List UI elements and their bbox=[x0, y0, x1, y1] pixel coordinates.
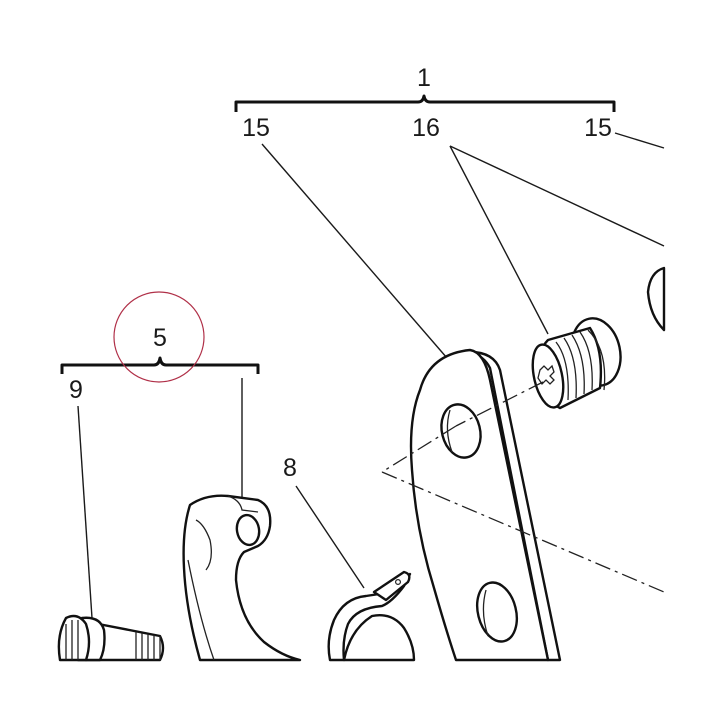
bolt-threads bbox=[135, 632, 161, 660]
bracket-5-hole bbox=[235, 513, 261, 547]
callout-5-highlight-circle bbox=[113, 291, 205, 383]
bushing-rim bbox=[587, 329, 606, 391]
callout-5: 5 bbox=[153, 324, 167, 352]
callout-1: 1 bbox=[417, 64, 431, 92]
leader-16-a bbox=[449, 145, 549, 335]
clamp-8-tab bbox=[372, 570, 411, 602]
bushing-front-face bbox=[531, 343, 565, 409]
axis-bushing bbox=[455, 381, 544, 427]
plate-15 bbox=[409, 348, 562, 662]
plate-15-lower-hole-inner bbox=[482, 589, 489, 637]
leader-16-b bbox=[449, 145, 665, 247]
callout-16: 16 bbox=[412, 114, 440, 142]
clamp-8-tab-hole bbox=[395, 578, 402, 585]
bolt-9 bbox=[57, 614, 165, 662]
brace-assembly-1 bbox=[234, 94, 616, 112]
plate-15-upper-hole bbox=[440, 403, 482, 459]
bracket-5-body bbox=[182, 494, 302, 662]
leader-15-right bbox=[614, 132, 665, 149]
callout-8: 8 bbox=[283, 454, 297, 482]
plate-15-upper-hole-inner bbox=[446, 409, 453, 453]
callout-9: 9 bbox=[69, 376, 83, 404]
axis-long bbox=[381, 471, 665, 593]
leader-8 bbox=[295, 485, 365, 589]
bracket-5-cylinder-top bbox=[227, 495, 259, 513]
plate-15-lower-hole bbox=[475, 581, 519, 643]
clamp-8-curve bbox=[342, 614, 416, 662]
leader-15-left bbox=[261, 143, 448, 359]
bushing-16 bbox=[531, 317, 622, 410]
axis-hole-to-point bbox=[381, 425, 457, 473]
clamp-8 bbox=[327, 570, 416, 662]
plate-right-edge bbox=[646, 266, 666, 332]
bracket-5-edge bbox=[187, 519, 215, 661]
brace-assembly-5 bbox=[60, 356, 260, 374]
bolt-head-flutes bbox=[65, 620, 79, 660]
leader-9 bbox=[77, 405, 93, 619]
callout-15-right: 15 bbox=[584, 114, 612, 142]
callout-15-left: 15 bbox=[242, 114, 270, 142]
bushing-splines bbox=[555, 331, 593, 401]
bolt-head bbox=[57, 614, 91, 662]
bracket-5 bbox=[182, 494, 302, 662]
